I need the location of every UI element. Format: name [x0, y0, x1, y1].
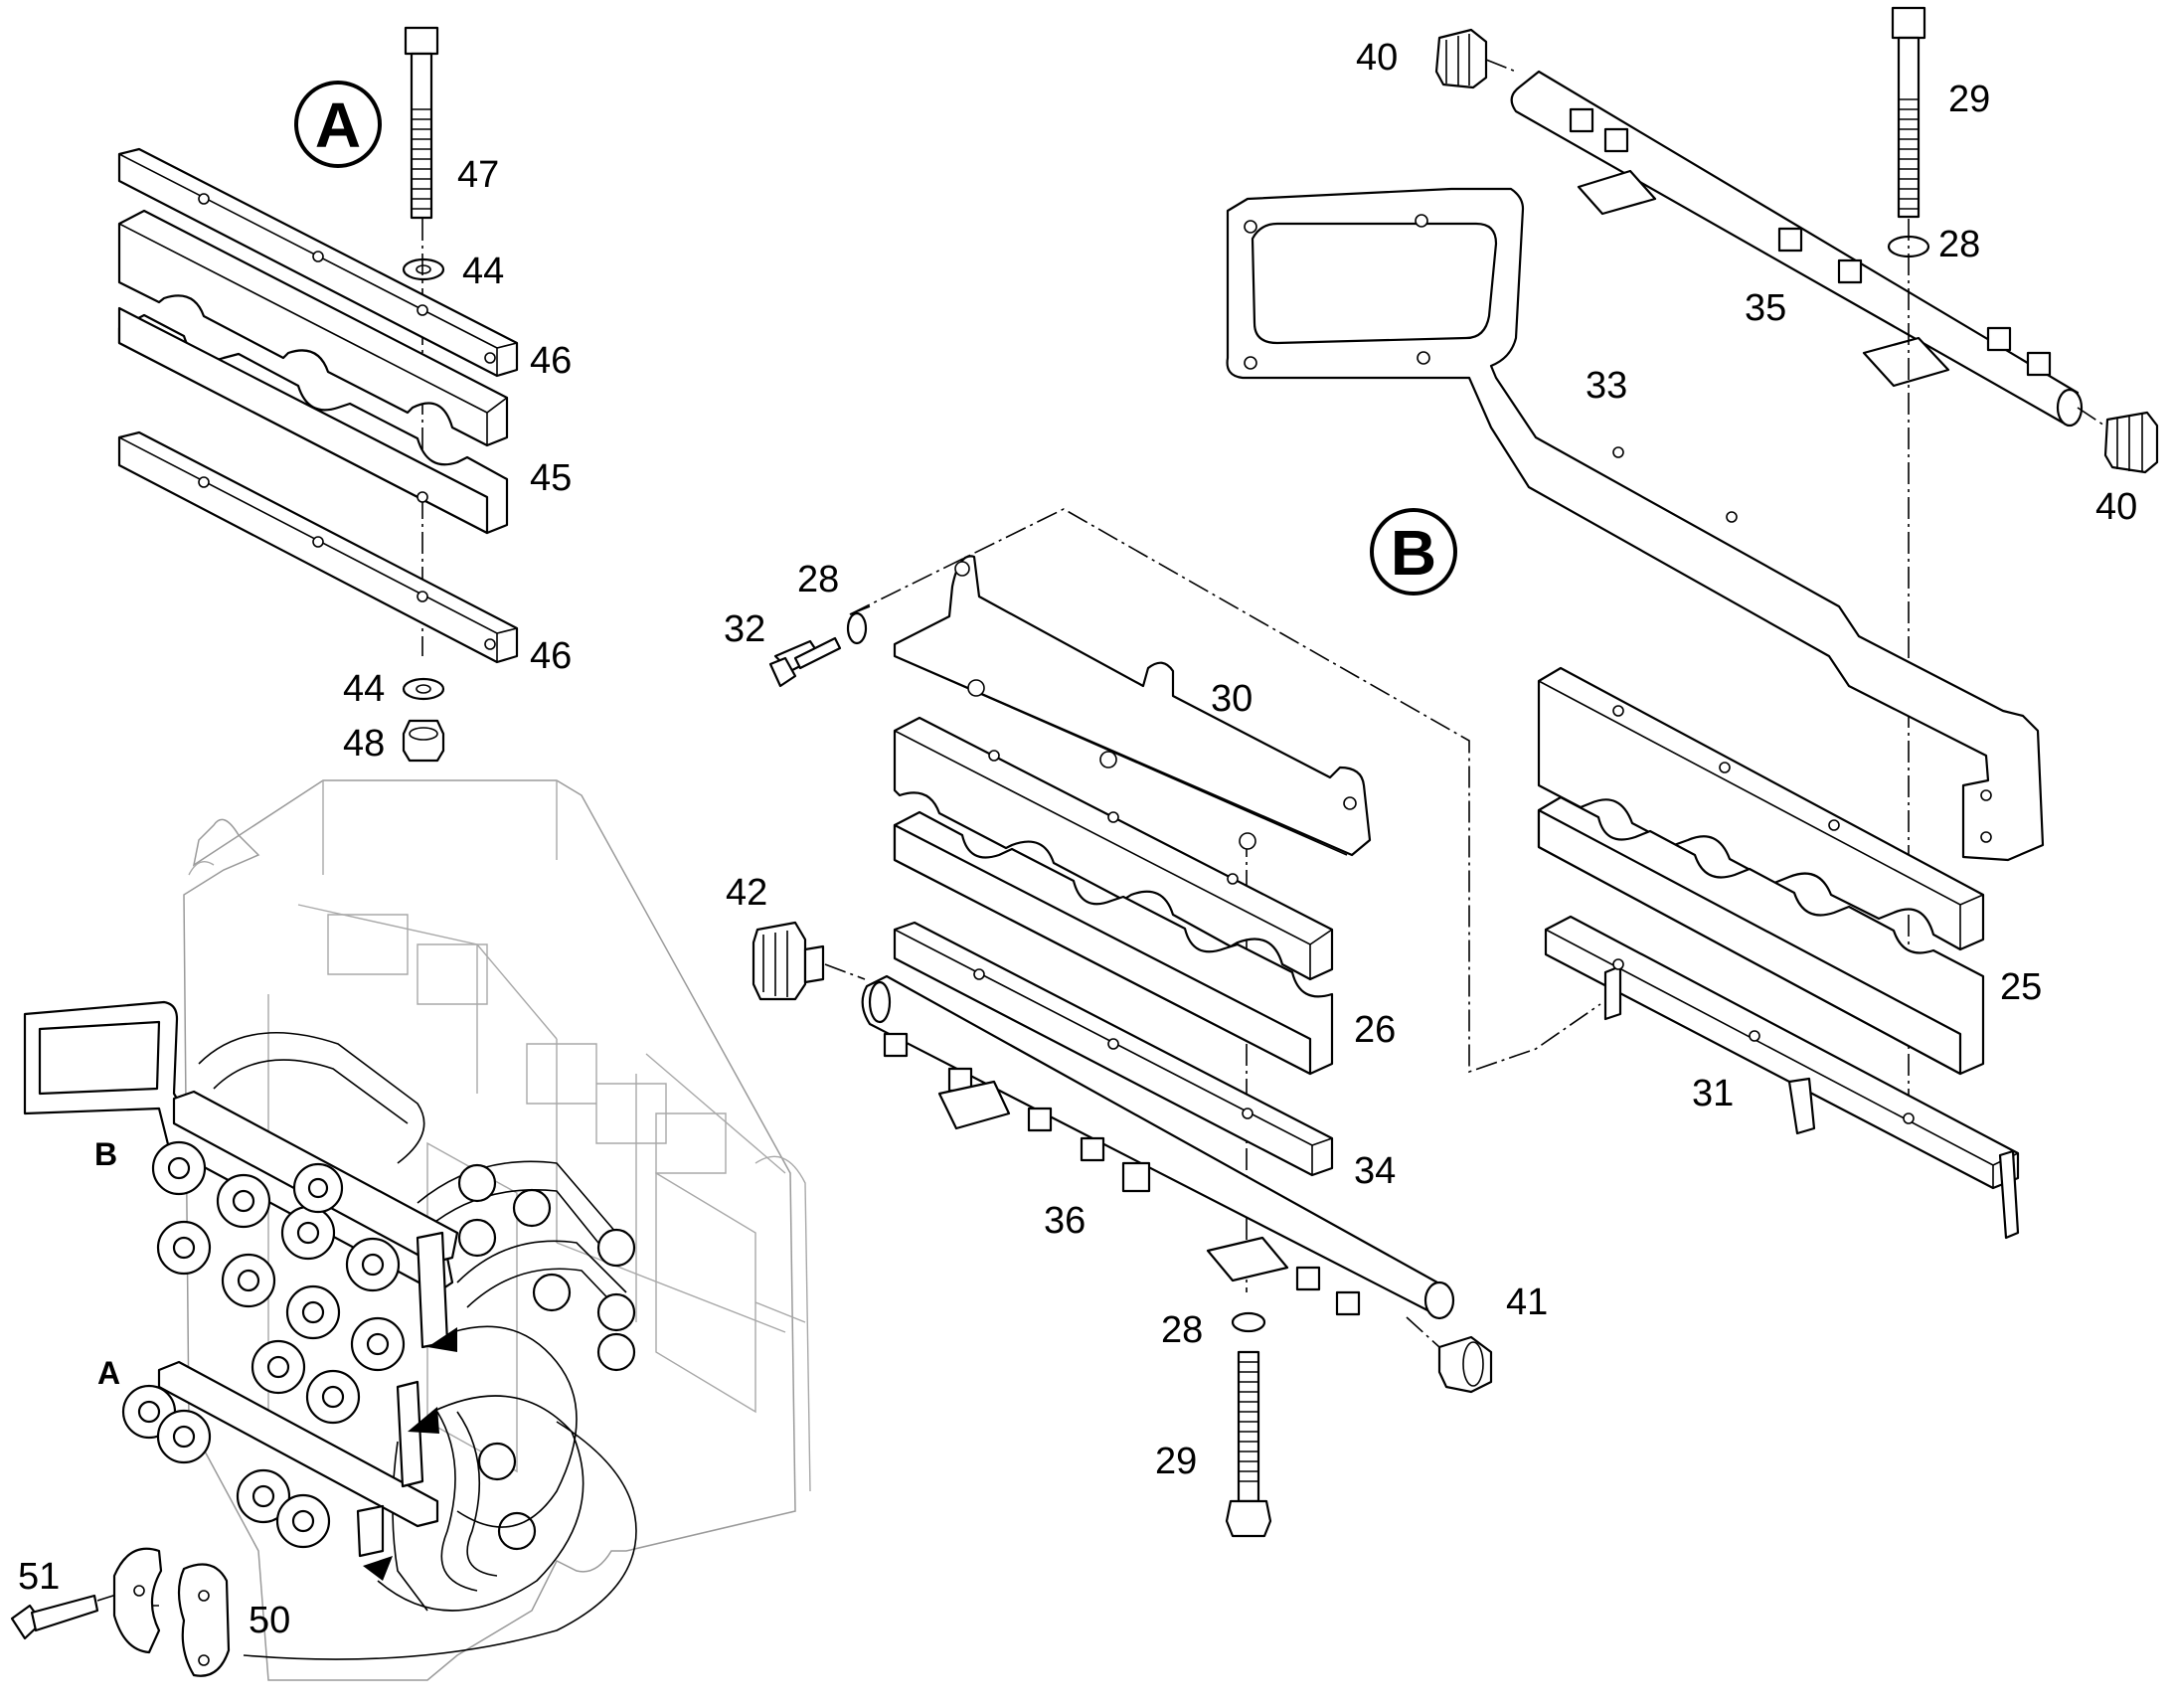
bolt-47	[404, 26, 439, 220]
flange-cluster-b	[151, 1140, 636, 1372]
label-28-top: 28	[1938, 224, 1980, 265]
label-44-top: 44	[462, 251, 504, 292]
detail-b-right	[1226, 6, 2159, 1240]
detail-a-group: A	[117, 26, 519, 763]
plate-31	[1544, 915, 2020, 1240]
manifold-rail-36	[861, 974, 1455, 1320]
label-25: 25	[2000, 966, 2042, 1008]
bracket-30	[893, 555, 1372, 857]
label-40-left: 40	[1356, 37, 1398, 79]
washer-28-lower	[1231, 1311, 1266, 1333]
mount-pad-35b	[1862, 336, 1950, 388]
label-42: 42	[726, 872, 767, 914]
bracket-33	[1226, 187, 2045, 862]
plate-46-top	[117, 147, 519, 378]
part-labels: 47 44 46 45 46 44 48 40 29 28 35 33 40 2…	[18, 37, 2137, 1641]
washer-28-bolt32	[846, 611, 868, 645]
detail-b-group: B	[752, 508, 1601, 1538]
clamp-half-45-lower	[117, 306, 509, 535]
nut-48	[402, 719, 445, 763]
label-29-top: 29	[1948, 79, 1990, 120]
label-33: 33	[1586, 365, 1627, 407]
label-40-right: 40	[2095, 486, 2137, 528]
plug-42	[752, 921, 825, 1001]
label-34: 34	[1354, 1150, 1396, 1192]
label-28-b: 28	[797, 559, 839, 600]
connection-line-b	[849, 508, 1601, 1074]
bolt-32	[768, 636, 842, 688]
label-26: 26	[1354, 1009, 1396, 1051]
label-30: 30	[1211, 678, 1253, 720]
label-36: 36	[1044, 1200, 1086, 1242]
mount-pad-35a	[1577, 169, 1657, 216]
manifold-rail-35	[1510, 70, 2084, 427]
label-32: 32	[724, 608, 765, 650]
label-50: 50	[249, 1600, 290, 1641]
plate-34	[893, 921, 1334, 1177]
hose-bundle	[198, 1031, 627, 1612]
clamp-half-25-upper	[1537, 666, 1985, 951]
callout-b	[1370, 508, 1457, 596]
mount-pad-36b	[1206, 1236, 1289, 1282]
flange-cluster-a	[121, 1339, 537, 1551]
label-51: 51	[18, 1556, 60, 1598]
callout-a-text: A	[315, 89, 361, 161]
mark-a: A	[97, 1355, 120, 1391]
main-assembly: B A	[10, 779, 811, 1681]
plug-41	[1437, 1335, 1493, 1394]
plug-40-right	[2103, 411, 2159, 474]
flange-clamp-50	[112, 1547, 231, 1677]
label-29-bottom: 29	[1155, 1441, 1197, 1482]
clamp-half-25-lower	[1537, 795, 1985, 1076]
washer-44-top	[402, 257, 445, 281]
clamp-half-45-upper	[117, 209, 509, 447]
label-35: 35	[1745, 287, 1786, 329]
bolt-29-upper	[1891, 6, 1926, 219]
label-41: 41	[1506, 1281, 1548, 1323]
label-47: 47	[457, 154, 499, 196]
label-45: 45	[530, 457, 572, 499]
bolt-51	[10, 1594, 99, 1640]
label-46-top: 46	[530, 340, 572, 382]
label-48: 48	[343, 723, 385, 765]
mark-b: B	[94, 1136, 117, 1172]
plug-40-left	[1434, 28, 1488, 89]
label-28-bottom: 28	[1161, 1309, 1203, 1351]
bolt-29-lower	[1225, 1350, 1272, 1538]
label-31: 31	[1692, 1073, 1734, 1114]
callout-b-text: B	[1391, 517, 1436, 589]
callout-a: A	[294, 81, 382, 168]
label-44-bottom: 44	[343, 668, 385, 710]
mount-pad-36a	[937, 1080, 1011, 1130]
plate-46-bottom	[117, 430, 519, 664]
clamp-half-26-upper	[893, 716, 1334, 981]
label-46-bottom: 46	[530, 635, 572, 677]
washer-44-bottom	[402, 677, 445, 701]
rail-36-fittings	[883, 1032, 1361, 1316]
clamp-half-26-lower	[893, 810, 1334, 1076]
